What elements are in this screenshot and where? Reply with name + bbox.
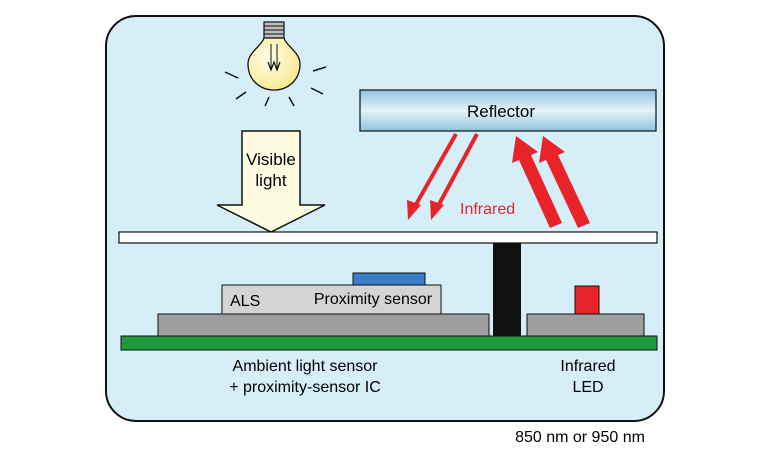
ic-label-line1: Ambient light sensor — [233, 358, 379, 375]
infrared-label: Infrared — [460, 201, 515, 218]
als-label: ALS — [230, 293, 260, 310]
emitted-infrared-arrows — [512, 136, 590, 228]
cover-glass — [118, 231, 658, 244]
pcb — [120, 335, 658, 351]
sensor-die — [221, 284, 442, 315]
proximity-window — [352, 272, 426, 286]
led-label-line2: LED — [572, 379, 603, 396]
wavelength-caption: 850 nm or 950 nm — [515, 429, 645, 446]
visible-light-label-line1: Visible — [246, 150, 296, 169]
ic-label-line2: + proximity-sensor IC — [229, 379, 381, 396]
led-label-line1: Infrared — [560, 358, 615, 375]
led-package — [526, 313, 645, 337]
reflector-label: Reflector — [467, 102, 535, 121]
visible-light-label-line2: light — [255, 171, 286, 190]
light-bulb-icon — [247, 21, 301, 91]
visible-light-arrow — [216, 130, 326, 233]
sensor-ic-package — [157, 313, 490, 337]
reflected-infrared-arrows — [407, 133, 479, 220]
proximity-sensor-label: Proximity sensor — [314, 291, 433, 308]
reflector — [359, 89, 657, 132]
infrared-led — [574, 285, 600, 315]
optical-barrier — [493, 243, 521, 336]
bulb-rays — [224, 66, 327, 107]
